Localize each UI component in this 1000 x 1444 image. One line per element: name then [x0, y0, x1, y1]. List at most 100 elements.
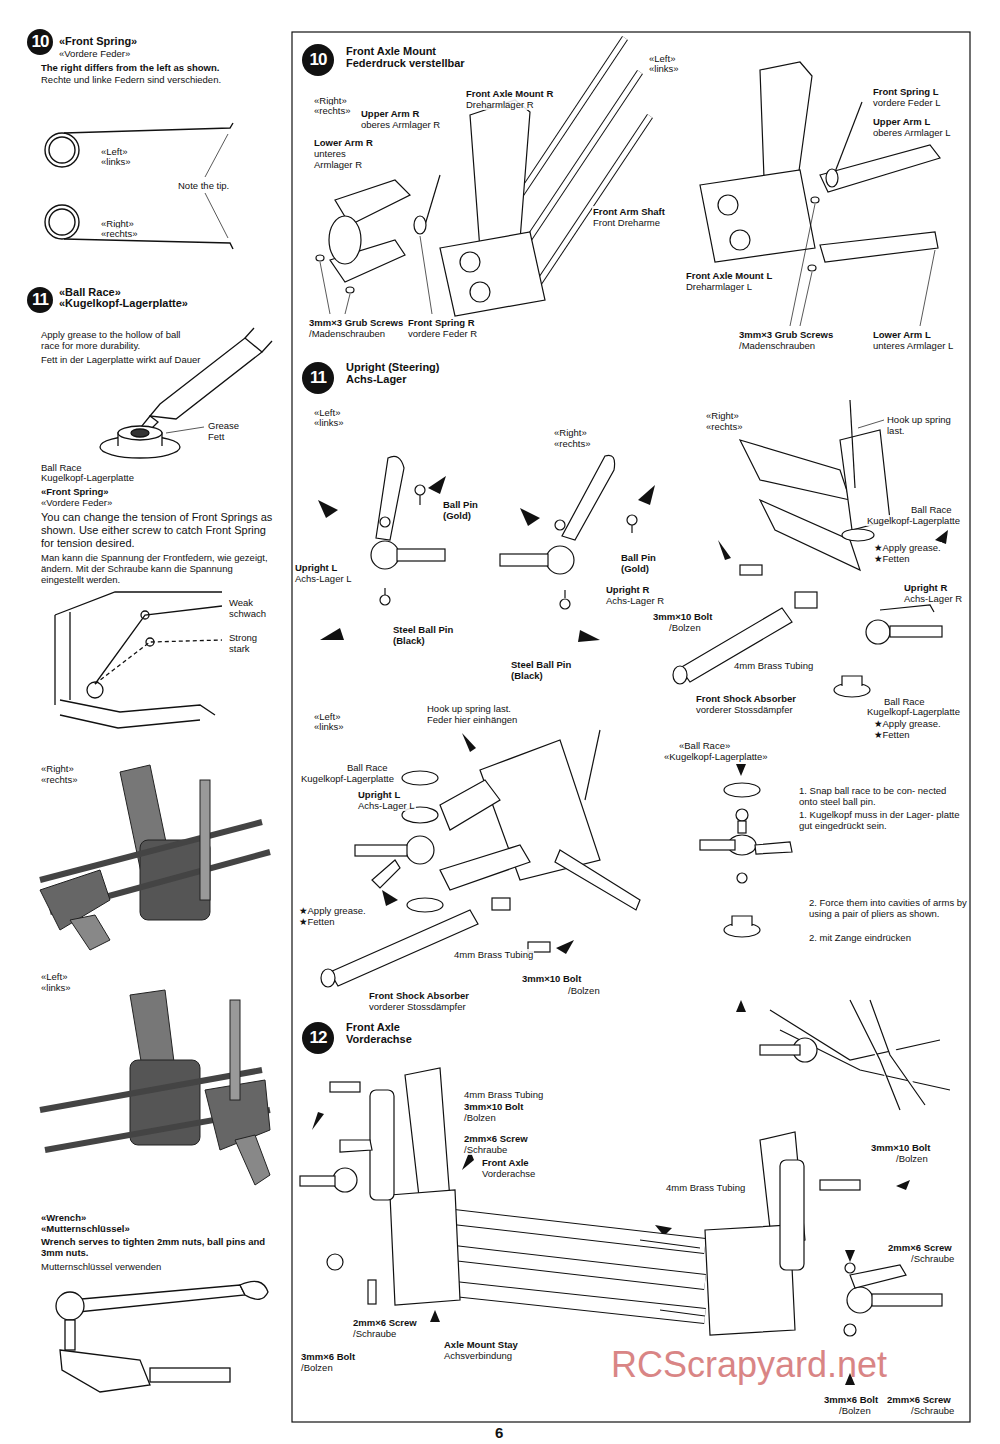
callout-label: Ball Race	[910, 504, 953, 515]
section-heading: Front Axle Mount	[345, 46, 437, 57]
photo-left	[40, 990, 270, 1185]
callout-label: Fett in der Lagerplatte wirkt auf Dauer	[40, 354, 201, 365]
callout-label: (Black)	[392, 635, 426, 646]
callout-label: Front Shock Absorber	[695, 693, 797, 704]
callout-label: Apply grease to the hollow of ball race …	[40, 329, 192, 351]
left-assembly	[321, 730, 640, 987]
section-heading: Upright (Steering)	[345, 362, 441, 373]
callout-label: 3mm×10 Bolt	[870, 1142, 931, 1153]
callout-label: «links»	[100, 156, 132, 167]
callout-label: Wrench serves to tighten 2mm nuts, ball …	[40, 1236, 272, 1258]
callout-label: «rechts»	[40, 774, 78, 785]
step-number: 10	[302, 44, 334, 76]
step-number-text: 10	[310, 50, 327, 70]
callout-label: «Right»	[705, 410, 740, 421]
page-number: 6	[494, 1425, 504, 1441]
callout-label: /Madenschrauben	[308, 328, 386, 339]
callout-label: 3mm×10 Bolt	[521, 973, 582, 984]
tension-drawing	[55, 592, 222, 728]
callout-label: «Front Spring»	[40, 486, 110, 497]
callout-label: «links»	[313, 417, 345, 428]
callout-label: 1. Kugelkopf muss in der Lager- platte g…	[798, 809, 965, 831]
callout-label: /Bolzen	[668, 622, 702, 633]
callout-label: unteres	[313, 148, 347, 159]
callout-label: Note the tip.	[177, 180, 230, 191]
callout-label: Kugelkopf-Lagerplatte	[866, 706, 961, 717]
callout-label: Kugelkopf-Lagerplatte	[40, 472, 135, 483]
callout-label: unteres Armlager L	[872, 340, 954, 351]
callout-label: Armlager R	[313, 159, 363, 170]
callout-label: Dreharmlager R	[465, 99, 535, 110]
callout-label: «Ball Race»	[678, 740, 731, 751]
callout-label: /Schraube	[910, 1253, 955, 1264]
callout-label: Ball Race	[346, 762, 389, 773]
spring-drawing	[45, 123, 233, 249]
callout-label: Front Axle Mount L	[685, 270, 773, 281]
callout-label: oberes Armlager R	[360, 119, 441, 130]
callout-label: /Bolzen	[895, 1153, 929, 1164]
right-assembly	[673, 400, 942, 697]
callout-label: Axle Mount Stay	[443, 1339, 519, 1350]
section-heading: Vorderachse	[345, 1034, 413, 1045]
callout-label: 3mm×3 Grub Screws	[738, 329, 834, 340]
callout-label: Rechte und linke Federn sind verschieden…	[40, 74, 222, 85]
callout-label: Fett	[207, 431, 225, 442]
callout-label: ★Apply grease.	[873, 542, 942, 553]
callout-label: Upper Arm L	[872, 116, 931, 127]
callout-label: 3mm×10 Bolt	[463, 1101, 524, 1112]
step-number-text: 11	[310, 368, 326, 388]
callout-label: Steel Ball Pin	[510, 659, 572, 670]
step-number: 10	[27, 29, 54, 56]
callout-label: 3mm×6 Bolt	[300, 1351, 356, 1362]
callout-label: Upper Arm R	[360, 108, 420, 119]
callout-label: 4mm Brass Tubing	[733, 660, 814, 671]
arrow-marks	[312, 476, 948, 1385]
callout-label: Upright L	[294, 562, 338, 573]
callout-label: /Bolzen	[567, 985, 601, 996]
callout-label: «Vordere Feder»	[58, 48, 131, 59]
photo-right	[40, 765, 270, 950]
callout-label: «Vordere Feder»	[40, 497, 113, 508]
callout-label: You can change the tension of Front Spri…	[40, 511, 274, 550]
callout-label: Strong	[228, 632, 258, 643]
callout-label: /Schraube	[910, 1405, 955, 1416]
callout-label: Man kann die Spannung der Frontfedern, w…	[40, 552, 274, 585]
section-heading: Federdruck verstellbar	[345, 58, 466, 69]
watermark: RCScrapyard.net	[610, 1345, 888, 1385]
callout-label: /Bolzen	[838, 1405, 872, 1416]
callout-label: ★Fetten	[873, 729, 910, 740]
callout-label: Hook up spring	[886, 414, 952, 425]
callout-label: 3mm×3 Grub Screws	[308, 317, 404, 328]
callout-label: Front Spring R	[407, 317, 476, 328]
callout-label: /Bolzen	[463, 1112, 497, 1123]
callout-label: 2. Force them into cavities of arms by u…	[808, 897, 968, 919]
callout-label: vordere Feder R	[407, 328, 478, 339]
callout-label: Front Spring L	[872, 86, 939, 97]
callout-label: «links»	[313, 721, 345, 732]
section-heading: Achs-Lager	[345, 374, 408, 385]
step-number-text: 12	[310, 1028, 327, 1048]
callout-label: 2. mit Zange eindrücken	[808, 932, 912, 943]
step-number-text: 11	[32, 290, 48, 310]
callout-label: Dreharmlager L	[685, 281, 753, 292]
callout-label: Kugelkopf-Lagerplatte	[866, 515, 961, 526]
callout-label: stark	[228, 643, 251, 654]
callout-label: Front Shock Absorber	[368, 990, 470, 1001]
callout-label: 3mm×6 Bolt	[823, 1394, 879, 1405]
callout-label: vorderer Stossdämpfer	[695, 704, 794, 715]
callout-label: Front Axle	[481, 1157, 530, 1168]
callout-label: «links»	[40, 982, 72, 993]
step-number: 11	[302, 362, 334, 394]
callout-label: Hook up spring last.	[426, 703, 512, 714]
callout-label: «Right»	[553, 427, 588, 438]
callout-label: 2mm×6 Screw	[463, 1133, 529, 1144]
callout-label: ★Apply grease.	[298, 905, 367, 916]
callout-label: «Wrench»	[40, 1212, 87, 1223]
callout-label: schwach	[228, 608, 267, 619]
section-heading: «Kugelkopf-Lagerplatte»	[58, 298, 189, 309]
callout-label: vordere Feder L	[872, 97, 942, 108]
callout-label: Weak	[228, 597, 254, 608]
callout-label: /Schraube	[352, 1328, 397, 1339]
callout-label: Mutternschlüssel verwenden	[40, 1261, 162, 1272]
callout-label: «Left»	[40, 971, 68, 982]
